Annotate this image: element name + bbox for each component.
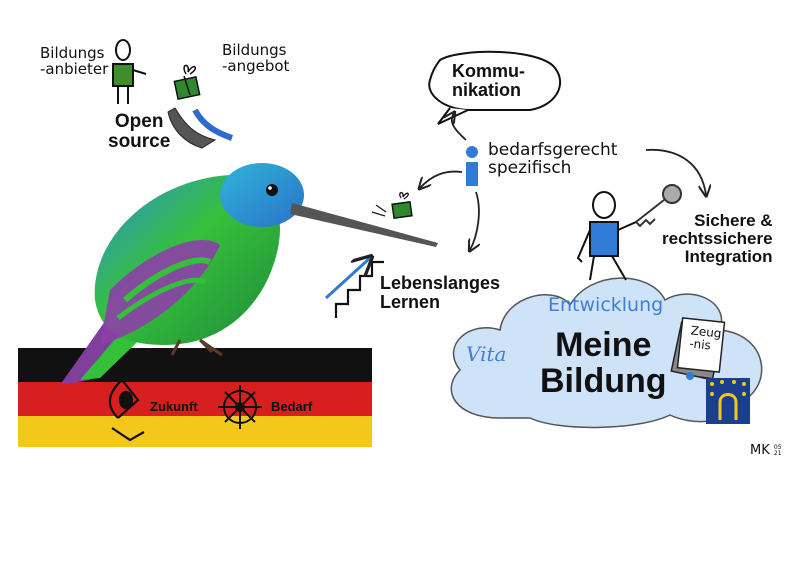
label-line: Bildung	[540, 361, 667, 400]
arrow-to-gift	[420, 170, 463, 188]
german-flag-icon	[18, 348, 372, 447]
gift-icon	[173, 64, 201, 100]
label-meine-bildung: Meine Bildung	[540, 326, 667, 400]
arrow-to-lernen	[470, 191, 479, 250]
arrow-up-icon	[324, 258, 370, 300]
label-line: spezifisch	[488, 157, 572, 178]
label-line: bedarfsgerecht	[488, 140, 618, 160]
flow-arrows	[420, 113, 706, 250]
label-line: Bildungs	[40, 44, 105, 62]
flag-gold-stripe	[18, 416, 372, 447]
hummingbird-icon	[60, 163, 438, 385]
label-line: source	[108, 130, 171, 152]
label-kommunikation: Kommu- nikation	[452, 62, 525, 100]
label-line: rechtssichere	[662, 228, 773, 248]
gift-icon-small	[371, 191, 413, 220]
label-entwicklung: Entwicklung	[548, 294, 664, 316]
eu-lock-icon	[706, 378, 750, 424]
label-line: Integration	[684, 246, 773, 266]
label-line: Bildungs	[222, 41, 287, 59]
label-line: Meine	[555, 326, 652, 364]
person-icon-user	[576, 191, 637, 281]
label-line: Kommu-	[452, 61, 525, 81]
compass-wheel-icon	[218, 385, 262, 429]
signature-date-line: 05	[773, 443, 782, 451]
label-line: Open	[114, 111, 164, 132]
label-line: Sichere &	[694, 211, 773, 230]
info-icon	[466, 146, 478, 186]
arrow-to-kommunikation	[452, 113, 467, 141]
arrow-to-integration	[645, 149, 706, 195]
signature-date-line: 21	[773, 449, 782, 457]
flag-red-stripe	[18, 382, 372, 416]
label-bildungs-angebot: Bildungs -angebot	[222, 41, 290, 75]
label-info: bedarfsgerecht spezifisch	[488, 140, 618, 178]
cloud-icon	[450, 277, 763, 429]
label-line: nikation	[452, 79, 522, 100]
label-zukunft: Zukunft	[150, 399, 198, 414]
label-lebenslanges-lernen: Lebenslanges Lernen	[380, 274, 500, 312]
label-zeugnis: Zeug -nis	[689, 323, 722, 352]
certificate-icon	[670, 317, 726, 381]
eye-icon	[108, 379, 145, 442]
label-line: -angebot	[222, 56, 290, 75]
signature-date: 05 21	[773, 443, 782, 457]
label-bildungs-anbieter: Bildungs -anbieter	[40, 44, 109, 78]
label-line: Lebenslanges	[380, 273, 501, 293]
label-sichere-integration: Sichere & rechtssichere Integration	[662, 212, 773, 266]
label-vita: Vita	[466, 342, 507, 366]
label-line: -anbieter	[40, 59, 109, 78]
label-bedarf: Bedarf	[271, 399, 313, 414]
key-icon	[634, 184, 682, 228]
speech-bubble-icon	[428, 50, 561, 111]
stairs-icon	[334, 260, 384, 318]
person-icon-provider	[112, 39, 147, 104]
hill-icon	[167, 107, 234, 149]
signature-initials: MK	[750, 443, 770, 458]
signature: MK 05 21	[750, 444, 782, 458]
label-line: Lernen	[380, 291, 441, 312]
label-open-source: Open source	[108, 112, 170, 152]
